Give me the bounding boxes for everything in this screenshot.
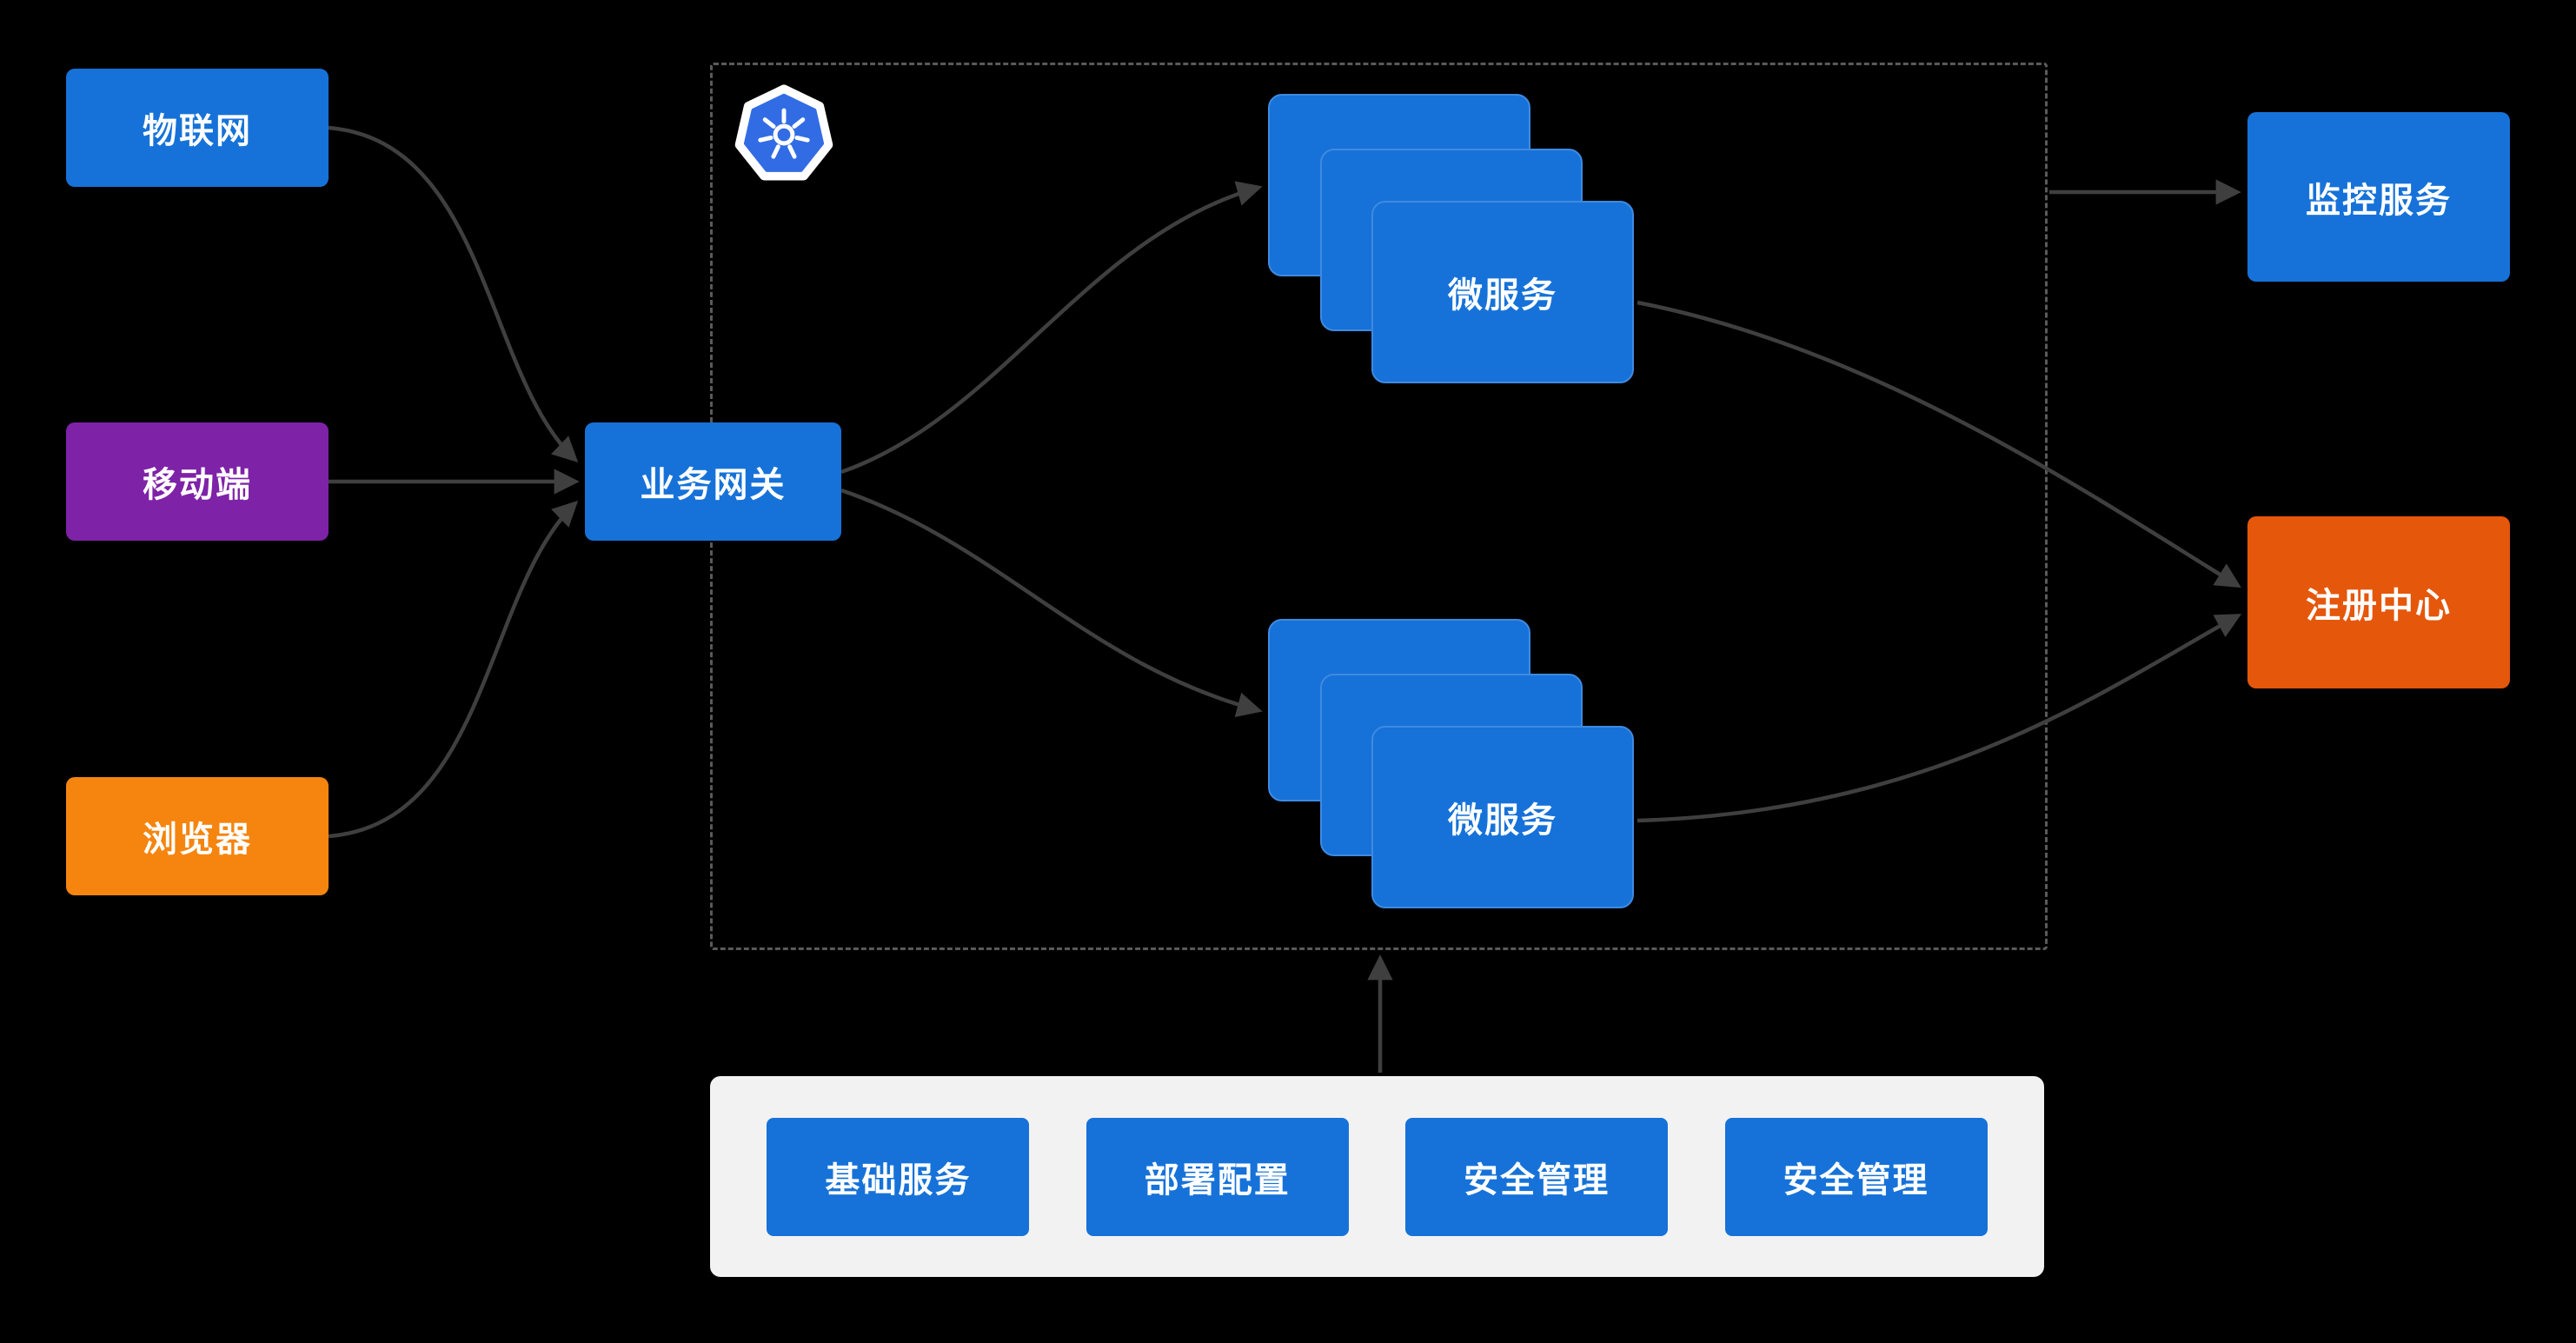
arrow-browser-to-gateway	[328, 500, 579, 839]
node-iot: 物联网	[66, 69, 329, 187]
arrow-iot-to-gateway	[328, 125, 579, 463]
node-browser: 浏览器	[66, 777, 329, 895]
node-browser-label: 浏览器	[143, 821, 252, 859]
microservice-bottom-label: 微服务	[1448, 801, 1557, 840]
panel-item-deploy-config: 部署配置	[1086, 1117, 1349, 1236]
node-gateway-label: 业务网关	[640, 466, 787, 504]
microservice-top-label: 微服务	[1448, 276, 1557, 315]
node-monitoring-label: 监控服务	[2306, 181, 2452, 220]
panel-item-label: 安全管理	[1783, 1160, 1929, 1200]
panel-item-security-1: 安全管理	[1405, 1117, 1669, 1236]
panel-item-basic-service: 基础服务	[767, 1117, 1030, 1236]
stack-card: 微服务	[1371, 201, 1634, 383]
stack-card: 微服务	[1371, 726, 1634, 908]
microservice-stack-top: 微服务	[1268, 94, 1897, 567]
node-monitoring: 监控服务	[2247, 112, 2510, 282]
microservice-stack-bottom: 微服务	[1268, 619, 1897, 1092]
panel-item-label: 安全管理	[1464, 1160, 1610, 1200]
node-registry-label: 注册中心	[2306, 587, 2452, 625]
node-gateway: 业务网关	[585, 422, 841, 541]
kubernetes-icon	[734, 84, 833, 181]
node-registry: 注册中心	[2247, 516, 2510, 688]
panel-item-label: 部署配置	[1144, 1160, 1291, 1200]
panel-item-security-2: 安全管理	[1724, 1117, 1988, 1236]
panel-item-label: 基础服务	[825, 1160, 972, 1200]
node-iot-label: 物联网	[143, 112, 252, 150]
node-mobile: 移动端	[66, 422, 329, 541]
bottom-panel: 基础服务 部署配置 安全管理 安全管理	[710, 1076, 2044, 1277]
node-mobile-label: 移动端	[143, 466, 252, 504]
